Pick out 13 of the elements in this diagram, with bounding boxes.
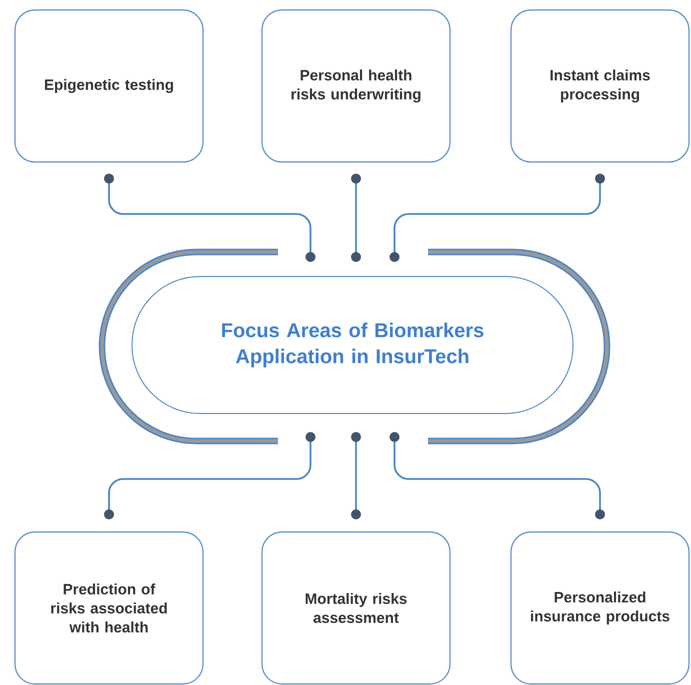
topic-box: Mortality risks assessment — [261, 531, 451, 685]
topic-box: Instant claims processing — [510, 9, 690, 163]
topic-box: Epigenetic testing — [14, 9, 204, 163]
connector-line — [351, 174, 361, 262]
topic-box: Personalized insurance products — [510, 531, 690, 685]
connector-line — [104, 174, 316, 262]
title-pill: Focus Areas of Biomarkers Application in InsurTech — [132, 276, 574, 414]
topic-box: Prediction of risks associated with health — [14, 531, 204, 685]
connector-line — [104, 432, 316, 520]
connector-line — [351, 432, 361, 520]
topic-box: Personal health risks underwriting — [261, 9, 451, 163]
connector-line — [390, 174, 605, 262]
connector-line — [390, 432, 605, 520]
